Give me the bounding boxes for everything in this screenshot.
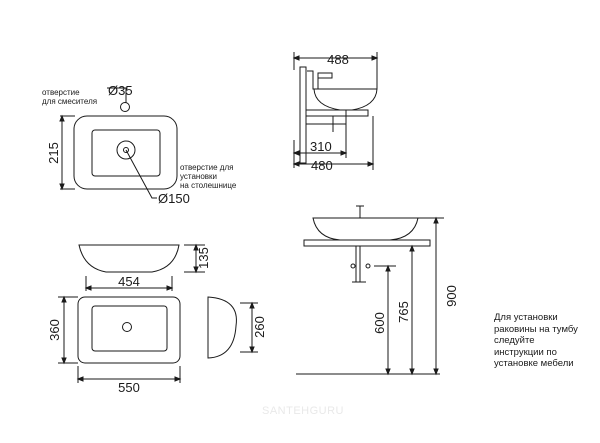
mixer-leader [107, 87, 127, 103]
drain-plan [122, 322, 132, 332]
dim-line-215 [60, 115, 75, 190]
dim-arrows-135 [193, 243, 199, 274]
basin-profile-end [207, 296, 237, 359]
basin-profile-side [313, 88, 378, 111]
side-view [292, 52, 379, 170]
drain-leader [125, 149, 157, 199]
basin-outline-top [73, 115, 178, 190]
dim-arrows-260 [249, 301, 255, 354]
dim-600: 600 [372, 312, 387, 334]
dim-arrows-600 [385, 264, 391, 376]
dim-260: 260 [252, 316, 267, 338]
wall [299, 66, 307, 164]
basin-outline-plan [77, 296, 181, 364]
valve-right [365, 263, 371, 269]
basin-bowl-plan [91, 305, 168, 352]
dim-mixer-diameter: Ø35 [108, 83, 133, 98]
dim-arrows-488 [292, 55, 379, 61]
mixer-hole [120, 102, 130, 112]
drain-pipe-side [306, 110, 347, 132]
basin-profile-front [78, 244, 180, 273]
dim-line-260 [240, 302, 258, 353]
dim-765: 765 [396, 301, 411, 323]
watermark: SANTEHGURU [262, 405, 344, 417]
dim-215: 215 [46, 142, 61, 164]
dim-line-900 [418, 217, 444, 374]
dim-310: 310 [310, 139, 332, 154]
note-counter-hole-3: на столешнице [180, 181, 237, 190]
dim-line-550 [77, 366, 181, 383]
drain-hole-top [116, 140, 136, 160]
drain-center [123, 147, 129, 153]
dim-488: 488 [327, 52, 349, 67]
plan-view [58, 295, 182, 383]
note-mixer-hole-1: отверстие [42, 88, 80, 97]
mixer-side [307, 70, 333, 90]
installation-view [296, 205, 444, 376]
note-line: раковины на тумбу [494, 323, 578, 335]
dim-480: 480 [311, 158, 333, 173]
dim-550: 550 [118, 380, 140, 395]
end-profile [207, 296, 258, 359]
dim-arrows-215 [59, 114, 65, 191]
dim-line-310 [293, 132, 347, 168]
note-line: следуйте [494, 335, 535, 346]
dim-line-360 [58, 296, 78, 364]
dim-900: 900 [444, 285, 459, 307]
countertop-installed [303, 239, 431, 247]
valve-left [350, 263, 356, 269]
note-counter-hole-2: установки [180, 172, 217, 181]
dim-arrows-310 [292, 150, 348, 156]
note-line: инструкции по [494, 346, 557, 358]
drain-pipe-installed [352, 246, 366, 283]
top-view [59, 87, 178, 199]
dim-arrows-765 [409, 244, 415, 376]
note-line: Для установки [494, 312, 558, 323]
dim-arrows-360 [61, 295, 67, 365]
installation-instruction-note: Для установки раковины на тумбу следуйте… [494, 312, 594, 370]
dim-135: 135 [196, 247, 211, 269]
dim-arrows-454 [84, 285, 174, 291]
dim-arrows-480 [292, 161, 375, 167]
mixer-installed [356, 205, 364, 218]
dim-drain-diameter: Ø150 [158, 191, 190, 206]
dim-line-480 [294, 116, 374, 170]
basin-installed [312, 217, 419, 241]
note-mixer-hole-2: для смесителя [42, 97, 97, 106]
dim-454: 454 [118, 274, 140, 289]
note-counter-hole-1: отверстие для [180, 163, 233, 172]
front-view [78, 243, 205, 291]
basin-bowl-top [91, 129, 161, 177]
dim-arrows-900 [433, 216, 439, 376]
dim-arrows-550 [76, 376, 182, 382]
note-line: установке мебели [494, 358, 574, 369]
countertop-side [305, 109, 369, 117]
dim-line-600 [374, 265, 396, 374]
dim-360: 360 [47, 319, 62, 341]
